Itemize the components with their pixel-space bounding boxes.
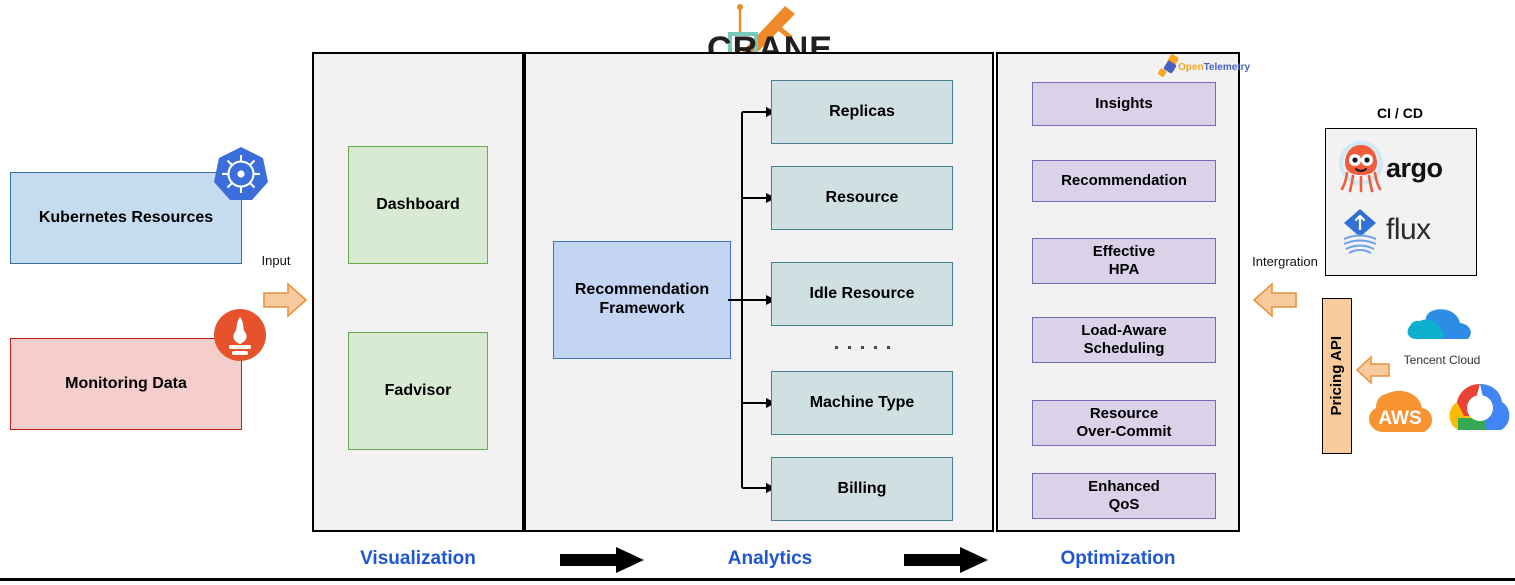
- source-monitoring-data[interactable]: Monitoring Data: [10, 338, 242, 430]
- integration-arrow-icon: [1252, 282, 1298, 318]
- stage-label-visualization: Visualization: [360, 548, 476, 569]
- visualization-item-fadvisor[interactable]: Fadvisor: [348, 332, 488, 450]
- analytics-output-billing-label: Billing: [837, 479, 887, 497]
- analytics-output-resource[interactable]: Resource: [771, 166, 953, 230]
- analytics-output-idle-resource-label: Idle Resource: [809, 284, 915, 302]
- pricing-api-box[interactable]: Pricing API: [1322, 298, 1352, 454]
- opentelemetry-logo: OpenTelemetry: [1158, 54, 1258, 84]
- source-kubernetes-resources-label: Kubernetes Resources: [38, 208, 214, 226]
- analytics-output-replicas[interactable]: Replicas: [771, 80, 953, 144]
- input-arrow-icon: [262, 282, 308, 318]
- input-label: Input: [261, 253, 291, 268]
- pricing-api-arrow-icon: [1355, 355, 1391, 385]
- argo-logo: argo: [1338, 139, 1466, 197]
- tencent-cloud-logo: [1400, 305, 1482, 363]
- source-kubernetes-resources[interactable]: Kubernetes Resources: [10, 172, 242, 264]
- optimization-item-insights-line1: Insights: [1095, 95, 1153, 113]
- visualization-item-dashboard-label: Dashboard: [376, 195, 460, 213]
- recommendation-framework-box[interactable]: Recommendation Framework: [553, 241, 731, 359]
- optimization-item-effective-hpa-line2: HPA: [1108, 261, 1140, 278]
- source-monitoring-data-label: Monitoring Data: [65, 374, 187, 392]
- flux-logo: flux: [1338, 203, 1466, 261]
- analytics-output-machine-type[interactable]: Machine Type: [771, 371, 953, 435]
- analytics-output-billing[interactable]: Billing: [771, 457, 953, 521]
- tencent-cloud-label: Tencent Cloud: [1403, 353, 1481, 367]
- google-cloud-logo: [1442, 378, 1515, 442]
- argo-logo-text: argo: [1386, 153, 1443, 183]
- optimization-item-effective-hpa[interactable]: Effective HPA: [1032, 238, 1216, 284]
- analytics-output-resource-label: Resource: [825, 188, 899, 206]
- flow-arrow-1-icon: [558, 546, 648, 574]
- aws-logo: AWS: [1362, 380, 1444, 442]
- optimization-panel: [996, 52, 1240, 532]
- prometheus-icon: [213, 308, 267, 362]
- opentelemetry-logo-telemetry: Telemetry: [1203, 62, 1251, 73]
- analytics-ellipsis-dots: [834, 345, 890, 349]
- stage-label-optimization: Optimization: [1060, 548, 1176, 569]
- recommendation-framework-line2: Framework: [599, 300, 685, 317]
- visualization-panel: [312, 52, 524, 532]
- flux-logo-text: flux: [1386, 213, 1431, 246]
- kubernetes-icon: [212, 145, 270, 203]
- stage-label-analytics: Analytics: [727, 548, 813, 569]
- optimization-item-recommendation[interactable]: Recommendation: [1032, 160, 1216, 202]
- visualization-item-dashboard[interactable]: Dashboard: [348, 146, 488, 264]
- optimization-item-load-aware-scheduling[interactable]: Load-Aware Scheduling: [1032, 317, 1216, 363]
- optimization-item-enhanced-qos-line1: Enhanced: [1088, 478, 1160, 496]
- optimization-item-load-aware-scheduling-line2: Scheduling: [1083, 340, 1165, 357]
- optimization-item-resource-over-commit-line1: Resource: [1089, 405, 1159, 423]
- optimization-item-effective-hpa-line1: Effective: [1092, 243, 1156, 261]
- pricing-api-label: Pricing API: [1328, 336, 1346, 416]
- optimization-item-load-aware-scheduling-line1: Load-Aware: [1081, 322, 1167, 340]
- optimization-item-insights[interactable]: Insights: [1032, 82, 1216, 126]
- recommendation-framework-line1: Recommendation: [574, 281, 710, 299]
- analytics-output-replicas-label: Replicas: [829, 102, 895, 120]
- optimization-item-enhanced-qos-line2: QoS: [1108, 496, 1140, 513]
- optimization-item-resource-over-commit[interactable]: Resource Over-Commit: [1032, 400, 1216, 446]
- optimization-item-enhanced-qos[interactable]: Enhanced QoS: [1032, 473, 1216, 519]
- optimization-item-resource-over-commit-line2: Over-Commit: [1076, 423, 1172, 440]
- opentelemetry-logo-open: Open: [1178, 62, 1204, 73]
- cicd-panel: argo flux: [1325, 128, 1477, 276]
- svg-text:AWS: AWS: [1378, 408, 1421, 429]
- cicd-title: CI / CD: [1377, 105, 1423, 121]
- visualization-item-fadvisor-label: Fadvisor: [384, 381, 452, 399]
- optimization-item-recommendation-line1: Recommendation: [1061, 172, 1187, 190]
- analytics-ellipsis: [771, 336, 953, 358]
- integration-label: Intergration: [1252, 254, 1318, 269]
- analytics-output-machine-type-label: Machine Type: [809, 393, 915, 411]
- analytics-output-idle-resource[interactable]: Idle Resource: [771, 262, 953, 326]
- flow-arrow-2-icon: [902, 546, 992, 574]
- bottom-divider: [0, 578, 1515, 581]
